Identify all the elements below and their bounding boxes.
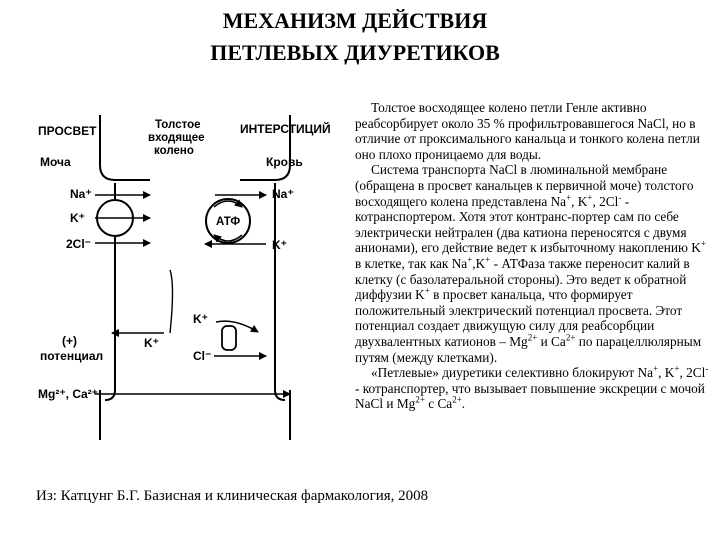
k-left-label: K⁺ bbox=[70, 211, 85, 225]
title-line-1: МЕХАНИЗМ ДЕЙСТВИЯ bbox=[222, 8, 488, 33]
basolateral-membrane-top bbox=[240, 115, 291, 181]
k-lower-right-arrow bbox=[215, 320, 259, 333]
blood-label: Кровь bbox=[266, 155, 303, 169]
na-right-label: Na⁺ bbox=[272, 187, 294, 201]
channel-body bbox=[221, 325, 237, 351]
k-lumen-label: K⁺ bbox=[144, 336, 159, 350]
divalent-label: Mg²⁺, Ca²⁺ bbox=[38, 387, 98, 401]
cl-left-label: 2Cl⁻ bbox=[66, 237, 91, 251]
title-line-2: ПЕТЛЕВЫХ ДИУРЕТИКОВ bbox=[210, 40, 500, 65]
limb-label-1: Толстое bbox=[155, 119, 201, 131]
potential-label: потенциал bbox=[40, 349, 103, 363]
cl-lower-right-label: Cl⁻ bbox=[193, 349, 211, 363]
paragraph-2: Система транспорта NaCl в люминальной ме… bbox=[355, 162, 706, 365]
paragraph-3: «Петлевые» диуретики селективно блокирую… bbox=[355, 363, 709, 412]
paragraph-1: Толстое восходящее колено петли Генле ак… bbox=[355, 100, 700, 162]
potential-sign: (+) bbox=[62, 334, 77, 348]
limb-label-2: входящее bbox=[148, 132, 205, 144]
k-lumen-curve bbox=[169, 269, 174, 334]
cell-bottom bbox=[104, 389, 286, 401]
explanation-text: Толстое восходящее колено петли Генле ак… bbox=[355, 100, 710, 412]
na-left-label: Na⁺ bbox=[70, 187, 92, 201]
luminal-membrane-top bbox=[99, 115, 150, 181]
k-lower-right-label: K⁺ bbox=[193, 312, 208, 326]
atpase-arrow-top bbox=[213, 199, 243, 208]
atpase-circle bbox=[205, 198, 251, 244]
k-right-label: K⁺ bbox=[272, 238, 287, 252]
interstitium-label: ИНТЕРСТИЦИЙ bbox=[240, 121, 331, 136]
lumen-label: ПРОСВЕТ bbox=[38, 124, 97, 138]
urine-label: Моча bbox=[40, 155, 71, 169]
source-citation: Из: Катцунг Б.Г. Базисная и клиническая … bbox=[36, 488, 429, 504]
atp-label: АТФ bbox=[216, 216, 240, 228]
limb-label-3: колено bbox=[154, 145, 194, 157]
atpase-arrow-bottom bbox=[213, 234, 243, 243]
cell-walls bbox=[99, 115, 291, 440]
